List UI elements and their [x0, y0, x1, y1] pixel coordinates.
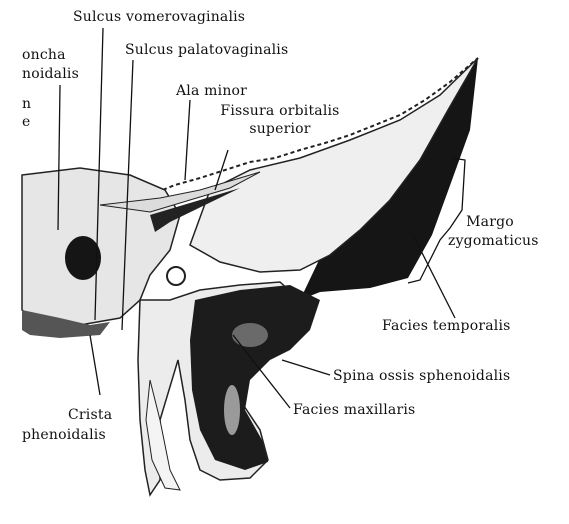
label-crista-line2: phenoidalis [22, 427, 106, 443]
leader-spina [282, 360, 330, 375]
label-facies-temporalis: Facies temporalis [382, 318, 511, 334]
facies-maxillaris-region [190, 285, 320, 470]
label-left-fragment-2: e [22, 114, 31, 130]
spina-shadow [232, 323, 268, 347]
fossa-light [224, 385, 240, 435]
label-sulcus-palatovaginalis: Sulcus palatovaginalis [125, 42, 288, 58]
leader-ala-minor [185, 100, 190, 180]
label-margo-line2: zygomaticus [448, 233, 539, 249]
leader-crista [90, 335, 100, 395]
label-concha-line2: noidalis [22, 66, 79, 82]
sinus-opening [65, 236, 101, 280]
label-facies-maxillaris: Facies maxillaris [293, 402, 415, 418]
label-concha-line1: oncha [22, 47, 66, 63]
label-fissura-line1: Fissura orbitalis [200, 103, 360, 119]
foramen-rotundum [167, 267, 185, 285]
label-spina-ossis-sphenoidalis: Spina ossis sphenoidalis [333, 368, 510, 384]
label-margo-line1: Margo [450, 214, 530, 230]
label-sulcus-vomerovaginalis: Sulcus vomerovaginalis [73, 9, 245, 25]
label-ala-minor: Ala minor [176, 83, 247, 99]
label-crista-line1: Crista [68, 407, 112, 423]
label-left-fragment-1: n [22, 96, 31, 112]
label-fissura-line2: superior [200, 121, 360, 137]
